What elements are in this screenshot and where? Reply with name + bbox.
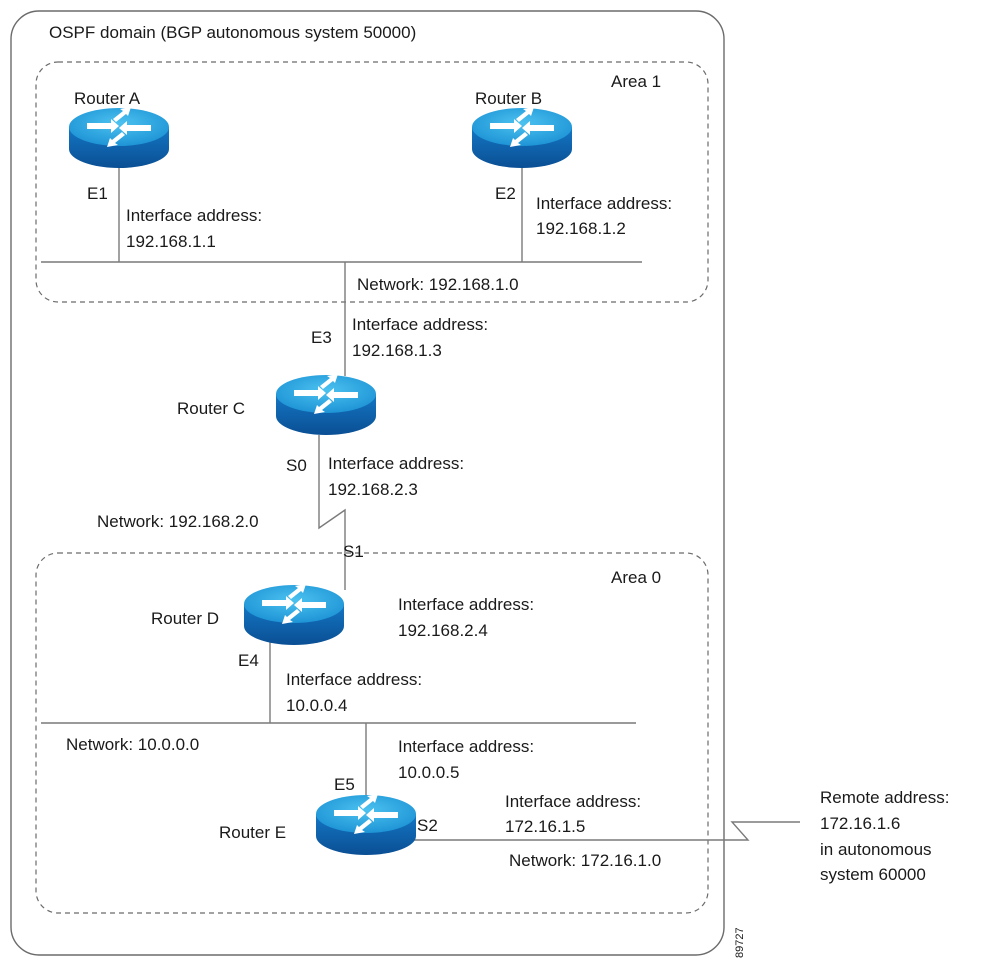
interface-e5-label: E5: [334, 775, 355, 794]
interface-s2-label: S2: [417, 816, 438, 835]
interface-e2-label: E2: [495, 184, 516, 203]
remote-address-value: 172.16.1.6: [820, 814, 900, 833]
interface-e3-caption: Interface address:: [352, 315, 488, 334]
interface-s2-address: 172.16.1.5: [505, 817, 585, 836]
serial-link-e-remote: [413, 821, 800, 841]
router-e-icon: [316, 794, 416, 855]
router-c-label: Router C: [177, 399, 245, 418]
serial-link-c-d: [318, 435, 346, 590]
interface-s1-caption: Interface address:: [398, 595, 534, 614]
interface-s2-caption: Interface address:: [505, 792, 641, 811]
area-1-boundary: [35, 61, 709, 303]
interface-s0-label: S0: [286, 456, 307, 475]
router-a-label: Router A: [74, 89, 141, 108]
area-1-label: Area 1: [611, 72, 661, 91]
interface-e1-label: E1: [87, 184, 108, 203]
interface-e2-address: 192.168.1.2: [536, 219, 626, 238]
interface-e3-address: 192.168.1.3: [352, 341, 442, 360]
router-a-icon: [69, 107, 169, 168]
figure-id: 89727: [734, 927, 746, 958]
interface-e4-address: 10.0.0.4: [286, 696, 347, 715]
interface-e5-caption: Interface address:: [398, 737, 534, 756]
network-10-0-0-0-label: Network: 10.0.0.0: [66, 735, 199, 754]
router-d-label: Router D: [151, 609, 219, 628]
network-192-168-2-0-label: Network: 192.168.2.0: [97, 512, 259, 531]
router-b-label: Router B: [475, 89, 542, 108]
interface-e1-address: 192.168.1.1: [126, 232, 216, 251]
remote-as-line1: in autonomous: [820, 840, 932, 859]
interface-e2-caption: Interface address:: [536, 194, 672, 213]
interface-s1-address: 192.168.2.4: [398, 621, 488, 640]
interface-s1-label: S1: [343, 542, 364, 561]
router-c-icon: [276, 374, 376, 435]
router-b-icon: [472, 107, 572, 168]
remote-as-line2: system 60000: [820, 865, 926, 884]
network-192-168-1-0-label: Network: 192.168.1.0: [357, 275, 519, 294]
interface-e1-caption: Interface address:: [126, 206, 262, 225]
interface-e4-label: E4: [238, 651, 259, 670]
ospf-domain-border: [10, 10, 725, 956]
router-e-label: Router E: [219, 823, 286, 842]
interface-e5-address: 10.0.0.5: [398, 763, 459, 782]
interface-s0-caption: Interface address:: [328, 454, 464, 473]
ospf-domain-title: OSPF domain (BGP autonomous system 50000…: [49, 23, 416, 42]
interface-s0-address: 192.168.2.3: [328, 480, 418, 499]
router-d-icon: [244, 584, 344, 645]
area-0-label: Area 0: [611, 568, 661, 587]
interface-e4-caption: Interface address:: [286, 670, 422, 689]
interface-e3-label: E3: [311, 328, 332, 347]
remote-address-caption: Remote address:: [820, 788, 949, 807]
network-172-16-1-0-label: Network: 172.16.1.0: [509, 851, 661, 870]
area-0-boundary: [35, 552, 709, 914]
